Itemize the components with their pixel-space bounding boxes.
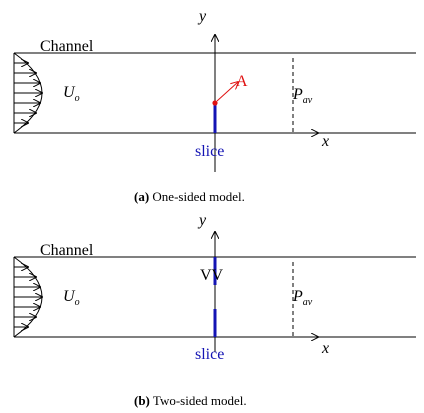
pressure-label: Pav [292,288,313,308]
x-axis-label: x [321,133,329,150]
slice-label: slice [195,346,224,363]
panel-b: Channel Uo y x VV Pav slice (b) Two-side… [13,212,416,408]
channel-label: Channel [40,242,94,259]
pressure-label: Pav [292,86,313,106]
caption-a: (a) One-sided model. [134,189,245,204]
caption-b: (b) Two-sided model. [134,393,247,408]
y-axis-label: y [197,212,207,229]
y-axis-label: y [197,8,207,25]
velocity-label: Uo [63,288,80,308]
point-a-arrow [216,82,238,102]
x-axis-label: x [321,340,329,357]
channel-label: Channel [40,38,94,55]
velocity-label: Uo [63,84,80,104]
point-a-label: A [236,73,248,90]
vv-label: VV [200,267,224,284]
velocity-arrows [14,63,42,123]
point-a-marker [212,100,218,106]
slice-label: slice [195,143,224,160]
velocity-arrows [14,267,42,327]
panel-a: Channel Uo y x A Pav slice (a) One-sided… [13,8,416,204]
